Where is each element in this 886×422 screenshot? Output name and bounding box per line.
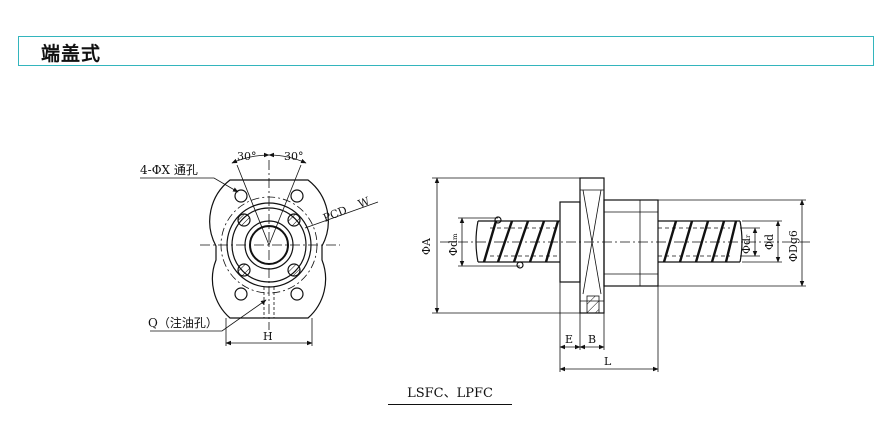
front-view <box>140 152 379 346</box>
angle-right-label: 30° <box>284 150 304 163</box>
width-label-H: H <box>263 330 273 343</box>
side-view <box>432 177 810 372</box>
dim-A-label: ΦA <box>420 237 433 255</box>
mount-hole <box>290 189 304 203</box>
pcd-label: PCD <box>321 203 349 224</box>
pcd-value: W <box>356 194 372 211</box>
dim-B-label: B <box>588 333 596 346</box>
nut-body <box>603 199 659 287</box>
hole-label: 4-ΦX 通孔 <box>140 163 198 177</box>
section-title: 端盖式 <box>41 43 102 65</box>
section-header: 端盖式 <box>18 36 874 66</box>
pcd-circle <box>220 196 318 294</box>
flange-outline <box>209 179 329 319</box>
body-circle <box>226 202 312 288</box>
dim-dr-label: Φdᵣ <box>740 234 753 254</box>
angle-left-label: 30° <box>237 150 257 163</box>
oil-hole-label: Q（注油孔） <box>148 315 218 330</box>
dim-Dg6-label: ΦDg6 <box>787 230 800 262</box>
bolt-hole <box>237 263 251 277</box>
bolt-hole <box>287 263 301 277</box>
bolt-hole <box>237 213 251 227</box>
mount-hole <box>290 287 304 301</box>
mount-hole <box>234 189 248 203</box>
mount-hole <box>234 287 248 301</box>
dim-E-label: E <box>565 333 573 346</box>
dim-dm-label: Φdₘ <box>447 233 460 256</box>
dim-L-label: L <box>604 355 612 368</box>
dim-d-label: Φd <box>763 234 776 250</box>
bolt-hole <box>287 213 301 227</box>
model-caption: LSFC、LPFC <box>388 382 512 405</box>
